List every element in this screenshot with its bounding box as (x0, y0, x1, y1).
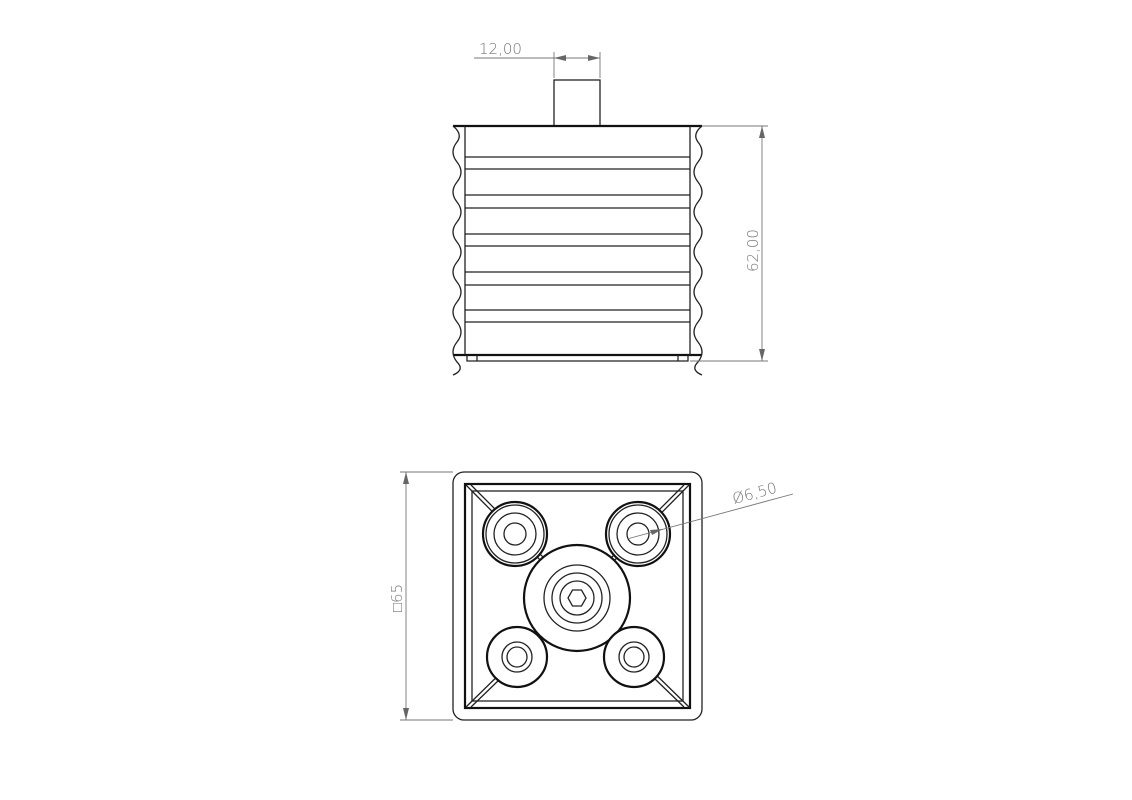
body-inner-edges (464, 126, 691, 355)
hex-socket-icon (567, 589, 587, 607)
arrow-icon (759, 349, 765, 361)
height-dimension: 62,00 (744, 229, 762, 272)
corner-boss-bl (485, 625, 549, 689)
base-plate (466, 355, 689, 362)
left-ribbed-profile (452, 125, 462, 376)
height-dimension-lines (690, 125, 768, 362)
arrow-icon (650, 529, 663, 535)
arrow-icon (588, 55, 600, 61)
square-size-dimension: □65 (388, 584, 406, 612)
arrow-icon (554, 55, 566, 61)
arrow-icon (759, 126, 765, 138)
center-boss (522, 543, 632, 653)
stem-width-dimension: 12,00 (479, 40, 522, 58)
inner-frame-2 (471, 490, 684, 702)
arrow-icon (403, 708, 409, 720)
inner-frame (463, 482, 692, 710)
corner-boss-tl (481, 500, 549, 568)
body-top-bottom-edges (453, 124, 702, 357)
rib-lines (465, 156, 690, 323)
corner-boss-tr (604, 500, 672, 568)
hole-diameter-dimension: Ø6,50 (730, 479, 778, 508)
stem (553, 79, 601, 127)
arrow-icon (403, 472, 409, 484)
corner-boss-br (602, 625, 666, 689)
front-view: 12,00 62,00 (452, 40, 768, 376)
outer-square (452, 471, 703, 721)
stem-width-dimension-lines (474, 52, 601, 78)
square-dimension-lines (400, 471, 453, 721)
right-ribbed-profile (693, 125, 703, 376)
bottom-view: □65 Ø6,50 (388, 471, 794, 721)
